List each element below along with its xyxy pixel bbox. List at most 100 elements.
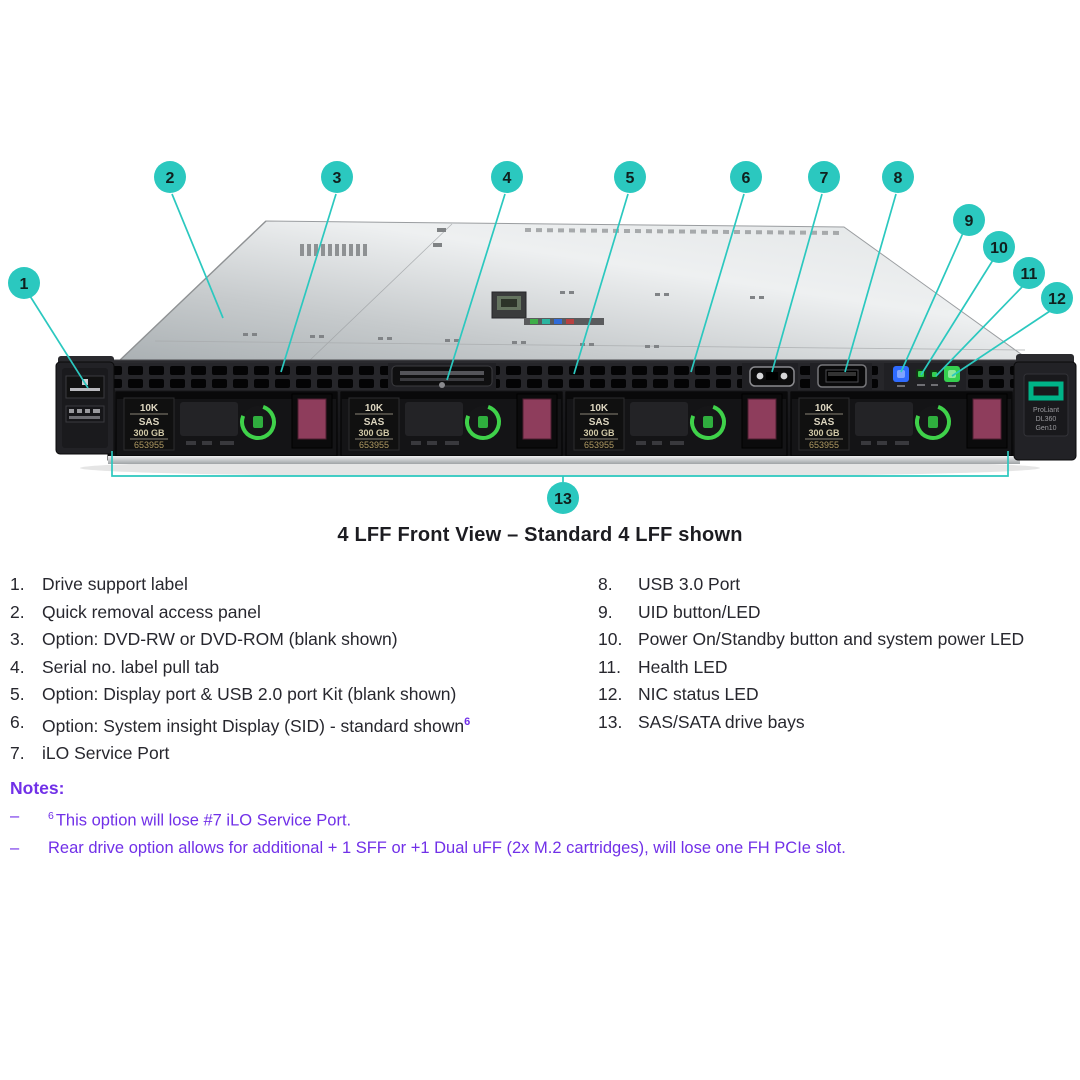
callout-9: 9 [953, 204, 985, 236]
note-dash: – [10, 806, 20, 825]
footnote-marker: 6 [48, 809, 54, 822]
callout-bubbles: 1 2 3 4 5 6 7 8 9 10 11 12 13 [8, 161, 1073, 514]
callout-6: 6 [730, 161, 762, 193]
ilo-service-port[interactable] [749, 366, 795, 387]
item-label: Drive support label [42, 574, 188, 594]
legend-item-7: 7.iLO Service Port [10, 740, 598, 768]
item-label: Power On/Standby button and system power… [638, 629, 1025, 650]
drive-type-label: SAS [589, 417, 610, 428]
note-item-2: – Rear drive option allows for additiona… [10, 834, 1070, 862]
callout-3: 3 [321, 161, 353, 193]
drive-bay-4[interactable]: 10K SAS 300 GB 653955 [790, 391, 1013, 457]
drive-release-latch [297, 398, 327, 440]
front-panel: 10K SAS 300 GB 653955 10K SAS [107, 359, 1021, 464]
item-number: 1. [10, 574, 25, 594]
drive-part-label: 653955 [809, 440, 839, 450]
callout-1: 1 [8, 267, 40, 299]
serial-label-pull-tab[interactable] [391, 365, 493, 388]
ear-badge-line1: ProLiant [1033, 407, 1059, 414]
drive-speed-label: 10K [140, 403, 159, 414]
callout-12: 12 [1041, 282, 1073, 314]
drive-part-label: 653955 [134, 440, 164, 450]
cover-dimples [243, 291, 764, 348]
svg-text:8: 8 [894, 170, 903, 187]
drive-speed-label: 10K [590, 403, 609, 414]
svg-text:1: 1 [20, 276, 29, 293]
drive-type-label: SAS [814, 417, 835, 428]
legend-item-12: 12. NIC status LED [598, 681, 1070, 709]
note-text: Rear drive option allows for additional … [48, 839, 846, 858]
drive-release-latch [972, 398, 1002, 440]
drive-capacity-label: 300 GB [808, 428, 840, 438]
top-cover [116, 220, 1034, 363]
usb3-port[interactable] [817, 364, 867, 388]
legend-item-10: 10. Power On/Standby button and system po… [598, 626, 1070, 654]
legend-item-9: 9.UID button/LED [598, 599, 1070, 627]
item-label: Option: Display port & USB 2.0 port Kit … [42, 684, 457, 705]
legend-item-13: 13.SAS/SATA drive bays [598, 709, 1070, 737]
hpe-logo [1028, 381, 1064, 401]
callout-8: 8 [882, 161, 914, 193]
drive-capacity-label: 300 GB [358, 428, 390, 438]
callout-11: 11 [1013, 257, 1045, 289]
callout-4: 4 [491, 161, 523, 193]
uid-button-led[interactable] [893, 366, 909, 382]
drive-speed-label: 10K [815, 403, 834, 414]
legend-item-11: 11. Health LED [598, 654, 1070, 682]
drive-capacity-label: 300 GB [583, 428, 615, 438]
nic-status-led [944, 366, 960, 382]
item-number: 4. [10, 656, 25, 677]
health-led [930, 370, 939, 379]
callout-10: 10 [983, 231, 1015, 263]
drive-capacity-label: 300 GB [133, 428, 165, 438]
item-number: 2. [10, 601, 25, 622]
item-number: 6. [10, 711, 25, 732]
callout-2: 2 [154, 161, 186, 193]
drive-bays-bracket [111, 451, 1009, 477]
legend-item-6: 6.Option: System insight Display (SID) -… [10, 709, 598, 740]
legend-item-4: 4.Serial no. label pull tab [10, 654, 598, 682]
led-glyphs [897, 384, 956, 387]
item-label: Health LED [638, 656, 728, 677]
drive-type-label: SAS [364, 417, 385, 428]
drive-release-latch [747, 398, 777, 440]
svg-text:11: 11 [1021, 266, 1038, 283]
callout-5: 5 [614, 161, 646, 193]
server-front-diagram: 10K SAS 300 GB 653955 10K SAS [8, 161, 1077, 514]
drive-part-label: 653955 [584, 440, 614, 450]
item-label: Quick removal access panel [42, 601, 261, 622]
item-number: 11. [598, 656, 622, 677]
legend-item-2: 2. Quick removal access panel [10, 599, 598, 627]
item-label: Option: DVD-RW or DVD-ROM (blank shown) [42, 629, 398, 650]
drive-bay-3[interactable]: 10K SAS 300 GB 653955 [565, 391, 788, 457]
left-ear [55, 356, 115, 455]
item-label: NIC status LED [638, 684, 759, 705]
callout-lines [29, 193, 1051, 482]
svg-text:10: 10 [990, 240, 1008, 257]
notes-heading: Notes: [10, 777, 65, 798]
legend-item-8: 8.USB 3.0 Port [598, 571, 1070, 599]
item-number: 13. [598, 711, 623, 732]
drive-bay-2[interactable]: 10K SAS 300 GB 653955 [340, 391, 563, 457]
callout-7: 7 [808, 161, 840, 193]
svg-text:12: 12 [1048, 291, 1066, 308]
item-number: 12. [598, 684, 623, 705]
drive-bay-1[interactable]: 10K SAS 300 GB 653955 [115, 391, 338, 457]
drive-support-label [65, 375, 105, 423]
svg-text:7: 7 [820, 170, 829, 187]
ear-badge-line3: Gen10 [1035, 425, 1056, 432]
front-vent-strip [114, 363, 1016, 390]
drive-release-latch [522, 398, 552, 440]
item-label: UID button/LED [638, 601, 761, 622]
cover-rear-vents [300, 244, 367, 256]
item-number: 10. [598, 629, 623, 650]
drive-type-label: SAS [139, 417, 160, 428]
svg-text:9: 9 [965, 213, 974, 230]
ear-badge-line2: DL360 [1036, 416, 1057, 423]
legend-item-5: 5.Option: Display port & USB 2.0 port Ki… [10, 681, 598, 709]
cover-service-label [491, 291, 604, 325]
item-number: 7. [10, 743, 25, 764]
